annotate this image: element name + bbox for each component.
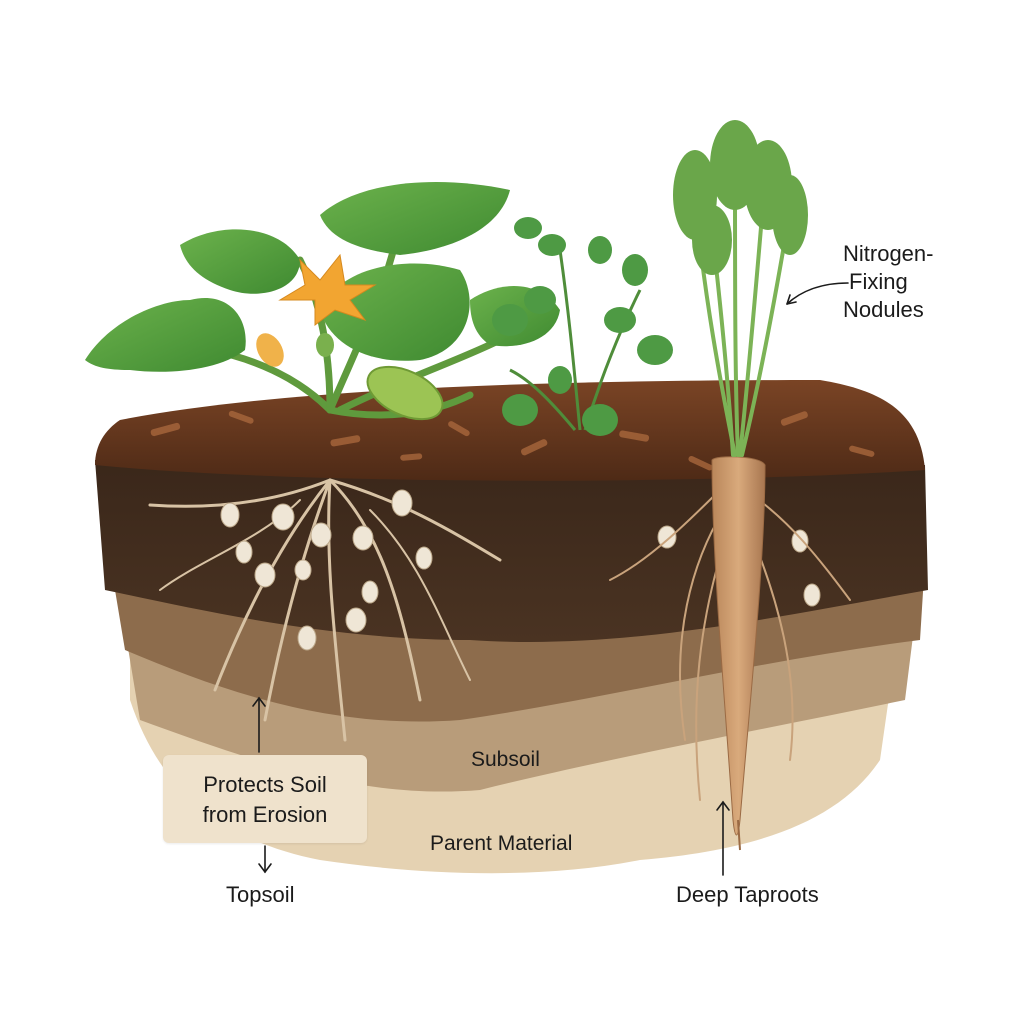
squash-fruit [366, 365, 444, 421]
mulch-chips [150, 410, 875, 471]
protects-soil-line2: from Erosion [202, 802, 328, 827]
nitrogen-label-line3: Nodules [843, 297, 924, 322]
carrot-tops [673, 120, 808, 457]
topsoil-label: Topsoil [226, 882, 295, 907]
squash-flower [278, 253, 377, 326]
nitrogen-label-line2: Fixing [849, 269, 908, 294]
legume-plant [492, 217, 673, 436]
nitrogen-fixing-nodules-label: Nitrogen- Fixing Nodules [843, 240, 933, 324]
arrow-nitrogen-nodules [786, 282, 849, 305]
nitrogen-nodules [220, 489, 821, 651]
mulch-layer [95, 380, 925, 481]
protects-soil-callout: Protects Soil from Erosion [163, 755, 367, 843]
parent-material-label: Parent Material [430, 832, 573, 855]
protects-soil-line1: Protects Soil [203, 772, 327, 797]
squash-plant [85, 182, 560, 421]
nitrogen-label-line1: Nitrogen- [843, 241, 934, 266]
carrot-taproot [711, 456, 766, 836]
annotation-arrows [252, 282, 849, 876]
deep-taproots-label: Deep Taproots [676, 882, 819, 907]
subsoil-label: Subsoil [471, 748, 540, 771]
